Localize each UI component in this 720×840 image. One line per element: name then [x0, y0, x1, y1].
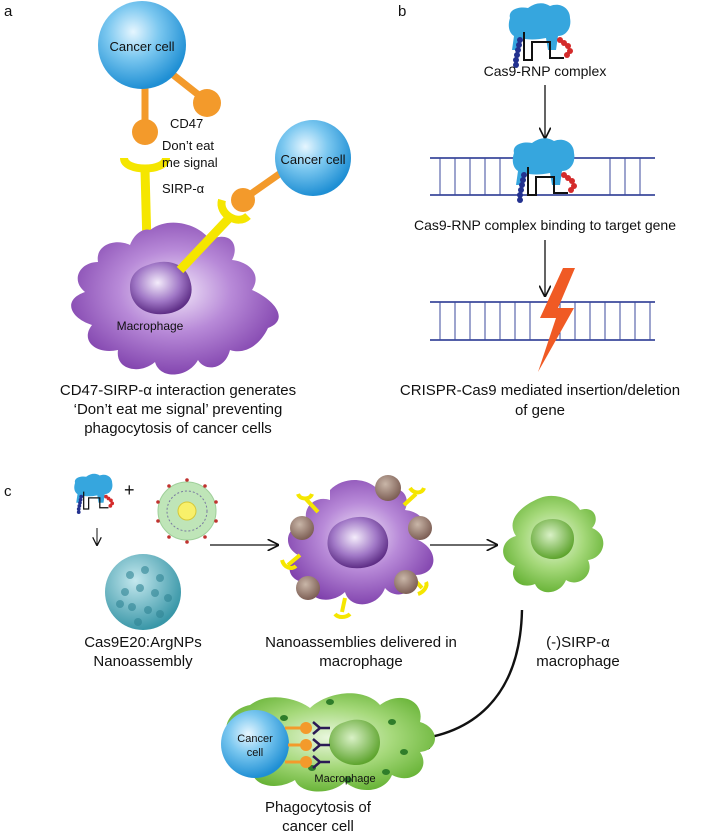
panel-c-label: c [4, 483, 12, 500]
panel-b: b Cas9-RNP complex Cas9-RNP complex bind… [398, 2, 680, 419]
cancer-cell-2 [275, 120, 351, 196]
delivered-label-line1: Nanoassemblies delivered in [265, 634, 457, 651]
step1-label: Cas9-RNP complex [484, 63, 607, 79]
sirp-cup-1 [120, 156, 170, 173]
arrow-to-phagocytosis [410, 609, 524, 740]
sirp-stalk-2 [176, 211, 236, 274]
signal-label-line2: me signal [162, 155, 218, 170]
step3-label-line1: CRISPR-Cas9 mediated insertion/deletion [400, 382, 680, 399]
step2-label: Cas9-RNP complex binding to target gene [414, 217, 676, 233]
dna-strand-1 [430, 157, 655, 196]
macrophage-with-nanoassemblies [280, 475, 434, 619]
cd47-ball-3 [231, 188, 255, 212]
step3-label-line2: of gene [515, 402, 565, 419]
cas9-small [73, 473, 115, 515]
panel-a-label: a [4, 3, 13, 20]
argnp-particle [156, 478, 218, 544]
signal-label-line1: Don’t eat [162, 138, 214, 153]
panel-b-label: b [398, 3, 406, 20]
cas9-rnp-complex [507, 2, 574, 69]
sirp-label: SIRP-α [162, 181, 205, 196]
sirp-negative-label-line1: (-)SIRP-α [546, 634, 610, 651]
cd47-label: CD47 [170, 116, 203, 131]
cancer-cell-1 [98, 1, 186, 89]
phagocytosis-label-line2: cancer cell [282, 818, 354, 835]
panel-a-caption-line1: CD47-SIRP-α interaction generates [60, 382, 296, 399]
phagocytosed-cancer-cell [221, 710, 289, 778]
cancer-cell-label-line2: cell [247, 747, 264, 759]
cd47-ball-1 [193, 89, 221, 117]
panel-a-caption-line2: ‘Don’t eat me signal’ preventing [74, 401, 283, 418]
sirp-negative-macrophage [503, 495, 604, 593]
phago-macrophage-label: Macrophage [314, 773, 375, 785]
dna-strand-2 [430, 301, 655, 341]
sirp-negative-label-line2: macrophage [536, 653, 619, 670]
panel-a: a Cancer cell Macrophage Cancer cell CD4… [4, 1, 351, 437]
cut-lightning-icon [538, 268, 575, 372]
cancer-cell-1-label: Cancer cell [109, 39, 174, 54]
cd47-ball-2 [132, 119, 158, 145]
sirp-cup-2 [217, 198, 251, 224]
macrophage-nucleus [130, 261, 192, 315]
nanoassembly [105, 554, 181, 630]
macrophage-label: Macrophage [117, 319, 184, 333]
panel-c: c + [4, 473, 620, 835]
cancer-cell-label-line1: Cancer [237, 733, 273, 745]
cancer-cell-2-label: Cancer cell [280, 152, 345, 167]
phagocytosis-label-line1: Phagocytosis of [265, 799, 372, 816]
delivered-label-line2: macrophage [319, 653, 402, 670]
nanoassembly-label-line2: Nanoassembly [93, 653, 193, 670]
nanoassembly-label-line1: Cas9E20:ArgNPs [84, 634, 202, 651]
phagocytosis-scene: Cancer cell Macrophage [221, 693, 435, 792]
cas9-rnp-bound [511, 137, 578, 204]
plus-sign: + [124, 480, 135, 500]
panel-a-caption-line3: phagocytosis of cancer cells [84, 420, 272, 437]
